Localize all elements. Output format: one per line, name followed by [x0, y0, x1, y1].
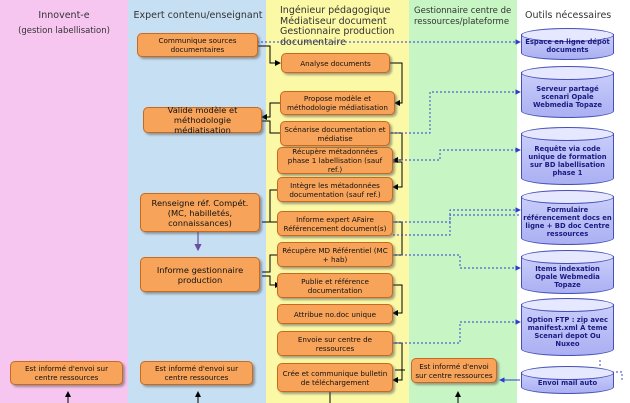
tool-espace-depot: Espace en ligne dépôt documents [521, 28, 614, 60]
box-informe-gestionnaire: Informe gestionnaire production [140, 257, 260, 292]
tool-items-indexation: Items indexation Opale Webmedia Topaze [521, 250, 614, 294]
tool-formulaire-referencement: Formulaire référencement docs en ligne +… [521, 190, 614, 245]
lane-title-ingenieur: Ingénieur pédagogique Médiatiseur docume… [280, 5, 395, 48]
tool-option-ftp-label: Option FTP : zip avec manifest.xml À tem… [527, 315, 608, 348]
box-est-informe-innovente: Est informé d'envoi sur centre ressource… [10, 361, 123, 385]
tool-serveur-partage: Serveur partagé scenari Opale Webmedia T… [521, 66, 614, 118]
box-valide-modele: Valide modèle et méthodologie médiatisat… [143, 105, 262, 135]
box-propose-modele: Propose modèle et méthodologie médiatisa… [280, 91, 395, 115]
tool-espace-depot-label: Espace en ligne dépôt documents [525, 38, 610, 54]
box-est-informe-expert: Est informé d'envoi sur centre ressource… [140, 361, 253, 385]
lane-innovente [0, 0, 128, 403]
box-scenarise: Scénarise documentation et médiatise [280, 121, 390, 146]
lane-title-expert: Expert contenu/enseignant [133, 10, 263, 21]
box-integre-metadonnees: Intègre les métadonnées documentation (s… [277, 177, 393, 202]
tool-option-ftp: Option FTP : zip avec manifest.xml À tem… [521, 298, 614, 356]
box-envoie-centre: Envoie sur centre de ressources [277, 331, 393, 356]
flow-lines [65, 45, 461, 403]
lane-subtitle-innovente: (gestion labellisation) [18, 26, 110, 36]
tool-requete-bd-label: Requête via code unique de formation sur… [528, 144, 607, 177]
lane-title-outils: Outils nécessaires [525, 10, 612, 21]
tool-items-indexation-label: Items indexation Opale Webmedia Topaze [535, 264, 600, 289]
tool-envoi-mail-label: Envoi mail auto [537, 379, 598, 387]
lane-title-gestionnaire: Gestionnaire centre de ressources/platef… [414, 6, 512, 27]
lane-title-innovente: Innovent-e [38, 10, 90, 21]
tool-requete-bd: Requête via code unique de formation sur… [521, 127, 614, 185]
box-renseigne-ref: Renseigne réf. Compét. (MC, habilletés, … [140, 193, 260, 232]
box-attribue-no-doc: Attribue no.doc unique [277, 304, 393, 324]
tool-formulaire-referencement-label: Formulaire référencement docs en ligne +… [523, 206, 612, 238]
tool-envoi-mail: Envoi mail auto [521, 366, 614, 394]
box-communique-sources: Communique sources documentaires [137, 33, 258, 57]
tool-serveur-partage-label: Serveur partagé scenari Opale Webmedia T… [533, 84, 602, 109]
box-informe-expert: Informe expert AFaire Référencement docu… [277, 211, 393, 236]
box-cree-bulletin: Crée et communique bulletin de télécharg… [277, 363, 393, 392]
box-est-informe-gestionnaire: Est informé d'envoi sur centre ressource… [411, 358, 497, 383]
box-recupere-metadonnees: Récupère métadonnées phase 1 labellisati… [277, 147, 393, 174]
box-publie-reference: Publie et référence documentation [277, 273, 393, 298]
lane-gestionnaire [409, 0, 517, 403]
box-recupere-md: Récupère MD Référentiel (MC + hab) [277, 242, 393, 267]
box-analyse-documents: Analyse documents [281, 53, 390, 73]
tool-connectors [257, 39, 623, 380]
